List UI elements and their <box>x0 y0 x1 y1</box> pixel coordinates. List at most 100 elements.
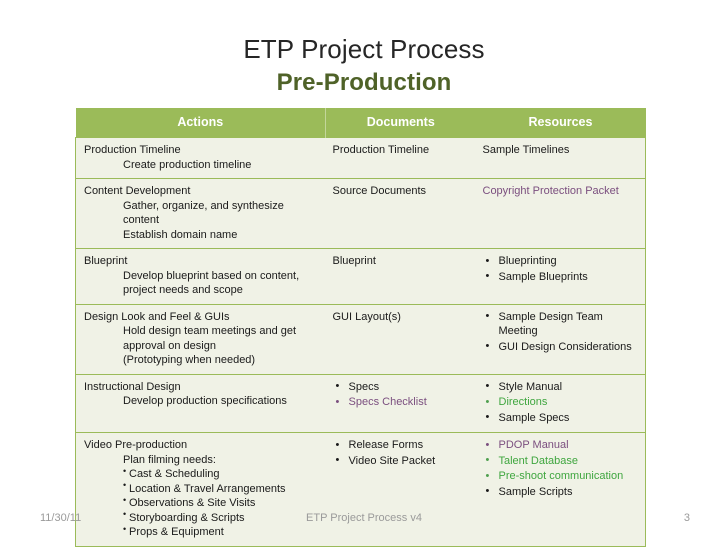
cell-resources: Style ManualDirectionsSample Specs <box>475 373 646 433</box>
process-matrix-wrapper: Actions Documents Resources Production T… <box>75 108 646 547</box>
cell-documents: Blueprint <box>325 248 476 305</box>
resources-bullet-label: Directions <box>498 396 548 408</box>
action-heading: Production Timeline <box>84 144 181 156</box>
column-header-actions: Actions <box>75 108 326 138</box>
resources-bullet-label: Sample Specs <box>498 411 570 424</box>
resources-bullet-label: Talent Database <box>498 454 579 467</box>
resources-bullet-link[interactable]: Directions <box>483 395 640 410</box>
action-subtext: Hold design team meetings and get approv… <box>123 325 297 352</box>
footer-deck-title: ETP Project Process v4 <box>306 512 422 524</box>
action-subtext: Develop blueprint based on content, proj… <box>123 269 300 297</box>
documents-bullet-item: Specs <box>333 379 470 395</box>
cell-documents: Release FormsVideo Site Packet <box>325 432 476 547</box>
resources-bullet-link[interactable]: Talent Database <box>483 453 640 469</box>
action-subtext: Develop production specifications <box>123 395 287 407</box>
action-heading: Blueprint <box>84 255 128 267</box>
documents-bullet-list: SpecsSpecs Checklist <box>333 379 470 410</box>
resources-bullet-link[interactable]: Pre-shoot communication <box>483 469 640 484</box>
resources-bullet-label: PDOP Manual <box>498 439 569 451</box>
page-subtitle: Pre-Production <box>276 69 452 96</box>
resources-text: Sample Timelines <box>482 144 570 156</box>
resources-link[interactable]: Copyright Protection Packet <box>482 185 619 197</box>
action-heading: Video Pre-production <box>84 439 188 451</box>
action-bullet-item: Observations & Site Visits <box>123 493 320 511</box>
cell-documents: SpecsSpecs Checklist <box>325 373 476 433</box>
action-heading: Design Look and Feel & GUIs <box>84 310 230 323</box>
resources-bullet-label: Sample Blueprints <box>498 270 588 283</box>
cell-resources: PDOP ManualTalent DatabasePre-shoot comm… <box>475 432 646 547</box>
cell-resources: Copyright Protection Packet <box>475 178 646 249</box>
documents-bullet-label: Video Site Packet <box>348 454 436 467</box>
resources-bullet-label: Sample Scripts <box>498 485 573 498</box>
matrix-header: Actions Documents Resources <box>75 108 646 138</box>
cell-documents: Production Timeline <box>325 137 476 179</box>
documents-bullet-item: Release Forms <box>333 438 470 453</box>
process-matrix: Actions Documents Resources Production T… <box>75 108 646 547</box>
documents-text: Source Documents <box>332 185 427 197</box>
documents-bullet-label: Specs <box>348 380 380 393</box>
header-row: Actions Documents Resources <box>75 108 646 138</box>
action-bullet-item: Location & Travel Arrangements <box>123 478 320 497</box>
action-bullet-list: Cast & SchedulingLocation & Travel Arran… <box>84 464 320 540</box>
documents-text: GUI Layout(s) <box>332 310 401 323</box>
action-subtext: Gather, organize, and synthesize content <box>123 199 284 227</box>
cell-documents: Source Documents <box>325 178 476 249</box>
resources-bullet-label: Pre-shoot communication <box>498 470 624 482</box>
documents-bullet-label: Specs Checklist <box>348 396 427 408</box>
action-heading: Instructional Design <box>84 380 181 393</box>
action-subtext: Create production timeline <box>123 158 252 171</box>
resources-bullet-label: Blueprinting <box>498 255 557 267</box>
cell-documents: GUI Layout(s) <box>325 303 476 375</box>
cell-resources: Sample Design Team MeetingGUI Design Con… <box>475 303 646 375</box>
action-subtext: (Prototyping when needed) <box>123 354 256 366</box>
column-header-documents: Documents <box>325 108 476 138</box>
resources-bullet-label: Sample Design Team Meeting <box>498 310 603 338</box>
action-bullet-item: Storyboarding & Scripts <box>123 507 320 526</box>
footer-date: 11/30/11 <box>40 512 82 524</box>
resources-bullet-item: Blueprinting <box>483 254 640 269</box>
cell-resources: BlueprintingSample Blueprints <box>475 248 646 305</box>
action-bullet-item: Cast & Scheduling <box>123 464 320 482</box>
resources-bullet-item: Sample Specs <box>483 410 640 426</box>
documents-bullet-label: Release Forms <box>348 439 424 451</box>
documents-bullet-list: Release FormsVideo Site Packet <box>333 438 470 468</box>
column-header-resources: Resources <box>475 108 646 138</box>
resources-bullet-list: PDOP ManualTalent DatabasePre-shoot comm… <box>483 438 640 499</box>
slide-footer: 11/30/11 ETP Project Process v4 3 <box>0 512 728 534</box>
page-title: ETP Project Process <box>243 34 485 64</box>
resources-bullet-link[interactable]: PDOP Manual <box>483 438 640 453</box>
resources-bullet-item: Sample Blueprints <box>483 269 640 285</box>
action-subtext: Establish domain name <box>123 228 238 241</box>
action-heading: Content Development <box>84 185 191 197</box>
resources-bullet-list: Sample Design Team MeetingGUI Design Con… <box>483 309 640 355</box>
resources-bullet-list: Style ManualDirectionsSample Specs <box>483 379 640 426</box>
action-subtext: Plan filming needs: <box>123 453 216 466</box>
resources-bullet-item: Sample Scripts <box>483 484 640 500</box>
documents-bullet-item: Video Site Packet <box>333 453 470 469</box>
action-bullet-item: Props & Equipment <box>123 522 320 540</box>
footer-page-number: 3 <box>683 512 690 524</box>
documents-bullet-link[interactable]: Specs Checklist <box>333 395 470 410</box>
resources-bullet-label: GUI Design Considerations <box>498 340 632 353</box>
resources-bullet-item: Style Manual <box>483 379 640 395</box>
cell-resources: Sample Timelines <box>475 137 646 179</box>
documents-text: Blueprint <box>332 255 376 267</box>
resources-bullet-item: GUI Design Considerations <box>483 339 640 355</box>
resources-bullet-item: Sample Design Team Meeting <box>483 309 640 339</box>
documents-text: Production Timeline <box>332 144 430 156</box>
resources-bullet-label: Style Manual <box>498 380 563 393</box>
